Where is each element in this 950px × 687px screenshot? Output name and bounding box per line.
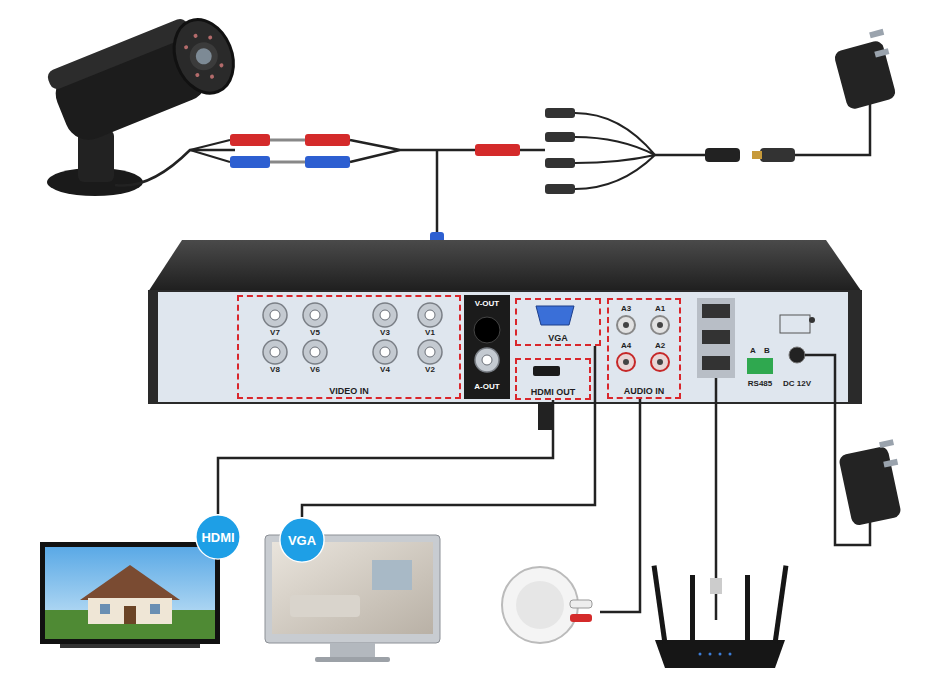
port-label: V8 bbox=[270, 365, 280, 374]
node-text: AUDIO IN bbox=[622, 386, 667, 396]
cable-line bbox=[302, 346, 595, 517]
dvr-recorder bbox=[148, 240, 862, 404]
port-label: RS485 bbox=[748, 379, 772, 388]
port-label: V7 bbox=[270, 328, 280, 337]
camera bbox=[45, 5, 244, 196]
port-label: A bbox=[750, 346, 756, 355]
hdmi-badge: HDMI bbox=[195, 514, 241, 560]
badge-circle-shape bbox=[280, 518, 324, 562]
port-label: V1 bbox=[425, 328, 435, 337]
router bbox=[652, 565, 789, 668]
port-label: A1 bbox=[655, 304, 665, 313]
port-label: B bbox=[764, 346, 770, 355]
port-group-label: AUDIO IN bbox=[609, 386, 679, 396]
vga-badge: VGA bbox=[279, 517, 325, 563]
port-label: V2 bbox=[425, 365, 435, 374]
port-label: A2 bbox=[655, 341, 665, 350]
microphone bbox=[502, 567, 592, 643]
badge-circle-shape bbox=[196, 515, 240, 559]
audio-in-group: AUDIO IN bbox=[607, 298, 681, 399]
hdmi-port-group: HDMI OUT bbox=[515, 358, 591, 400]
node-text: VGA bbox=[288, 533, 316, 548]
cable-line bbox=[218, 400, 553, 514]
power-adapter bbox=[833, 29, 897, 111]
badge-label: VGA bbox=[279, 533, 325, 548]
port-label: A3 bbox=[621, 304, 631, 313]
node-text: VIDEO IN bbox=[327, 386, 371, 396]
video-cable bbox=[302, 346, 595, 517]
video-cable bbox=[218, 400, 553, 514]
port-label: V6 bbox=[310, 365, 320, 374]
port-label: DC 12V bbox=[783, 379, 811, 388]
node-text: VGA bbox=[546, 333, 570, 343]
port-label: V4 bbox=[380, 365, 390, 374]
power-adapter bbox=[838, 439, 902, 526]
badge-label: HDMI bbox=[195, 530, 241, 545]
television bbox=[40, 542, 220, 648]
port-label: V-OUT bbox=[475, 299, 499, 308]
vga-port-group: VGA bbox=[515, 298, 601, 346]
port-label: V5 bbox=[310, 328, 320, 337]
port-label: A-OUT bbox=[474, 382, 499, 391]
node-text: HDMI OUT bbox=[529, 387, 578, 397]
power-splitter bbox=[545, 100, 870, 194]
video-in-group: VIDEO IN bbox=[237, 295, 461, 399]
cables bbox=[538, 355, 870, 620]
port-group-label: VIDEO IN bbox=[239, 386, 459, 396]
port-group-label: HDMI OUT bbox=[517, 387, 589, 397]
port-group-label: VGA bbox=[517, 333, 599, 343]
port-label: A4 bbox=[621, 341, 631, 350]
port-label: V3 bbox=[380, 328, 390, 337]
node-text: HDMI bbox=[201, 530, 234, 545]
